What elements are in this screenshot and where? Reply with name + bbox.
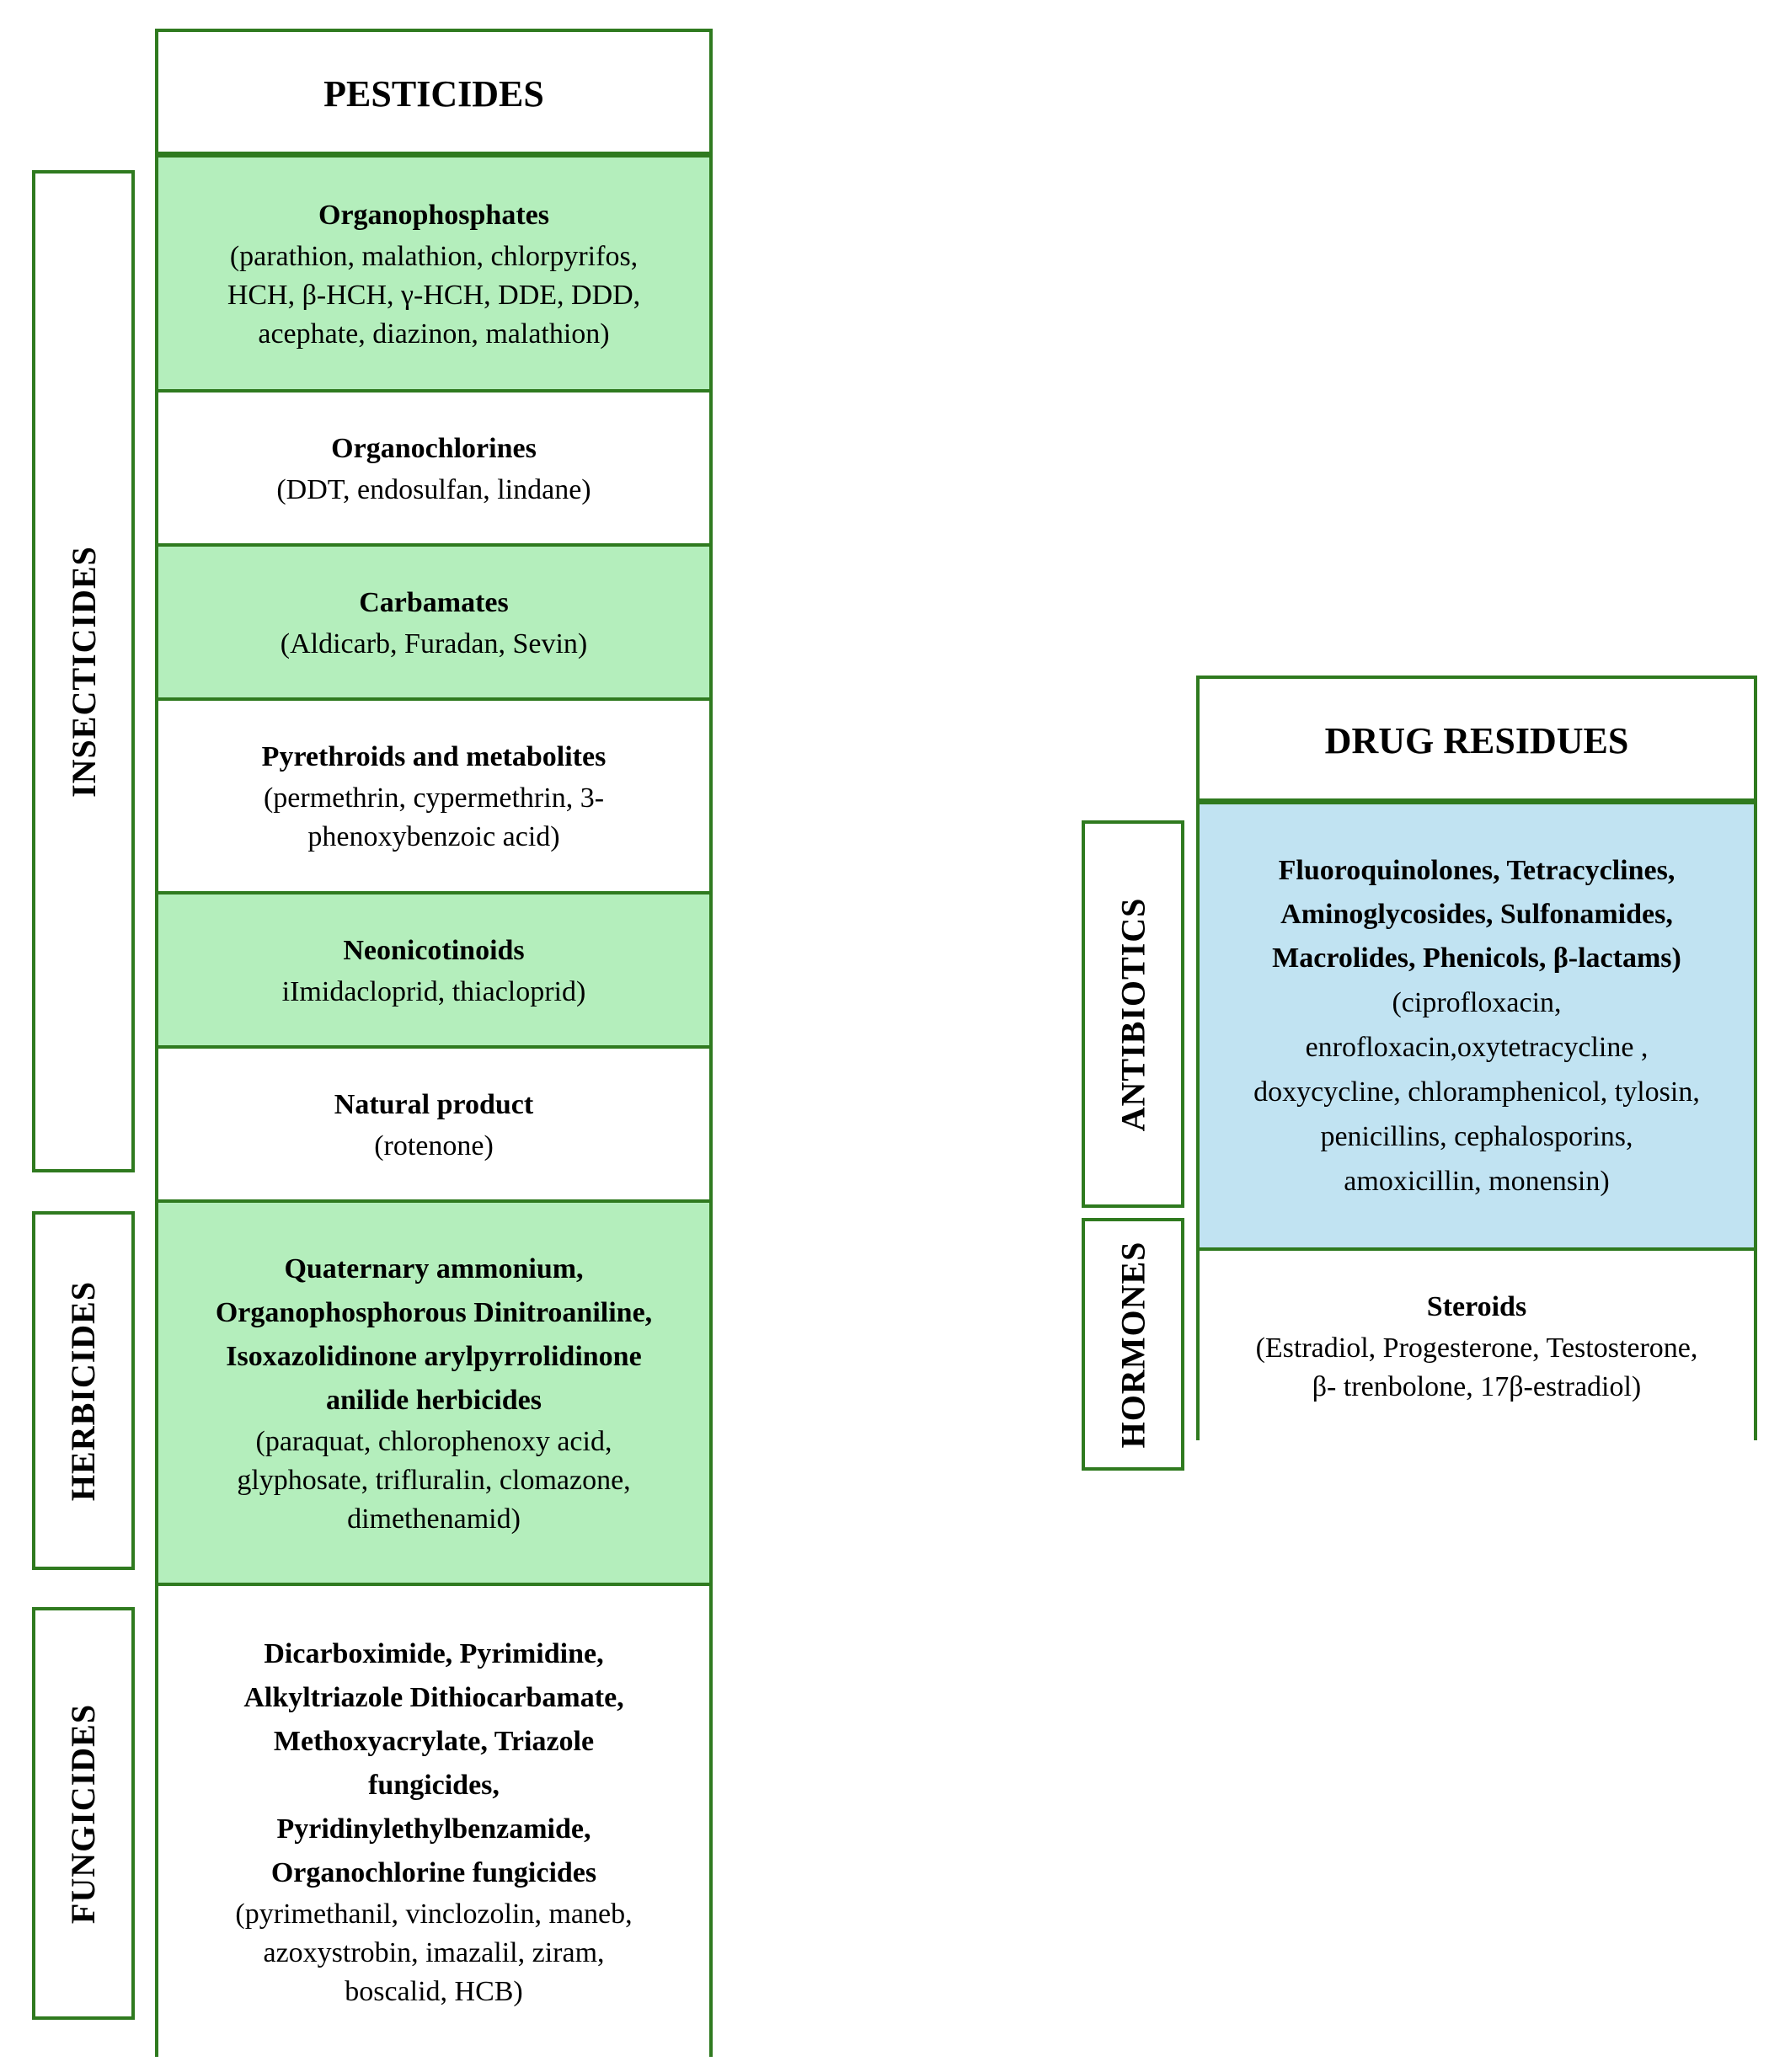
pesticides-title: PESTICIDES xyxy=(323,72,544,115)
herbicides-label: HERBICIDES xyxy=(64,1280,103,1501)
text-line: doxycycline, chloramphenicol, tylosin, xyxy=(1253,1076,1700,1108)
text-line: dimethenamid) xyxy=(347,1503,521,1535)
row-detail: (permethrin, cypermethrin, 3- phenoxybenz… xyxy=(264,779,604,857)
text-line: Organophosphates xyxy=(318,199,549,231)
text-line: (Aldicarb, Furadan, Sevin) xyxy=(280,627,588,660)
row-title: Carbamates xyxy=(359,581,509,625)
row-detail: (ciprofloxacin, enrofloxacin,oxytetracycl… xyxy=(1253,980,1700,1204)
row-title: Quaternary ammonium, Organophosphorous Di… xyxy=(216,1247,652,1423)
text-line: (pyrimethanil, vinclozolin, maneb, xyxy=(235,1898,633,1930)
text-line: amoxicillin, monensin) xyxy=(1344,1165,1610,1197)
text-line: Pyrethroids and metabolites xyxy=(261,741,607,772)
text-line: glyphosate, trifluralin, clomazone, xyxy=(237,1464,631,1496)
row-organochlorines: Organochlorines (DDT, endosulfan, lindan… xyxy=(158,389,709,543)
text-line: (permethrin, cypermethrin, 3- xyxy=(263,782,605,814)
row-title: Steroids xyxy=(1427,1285,1526,1329)
row-title: Dicarboximide, Pyrimidine, Alkyltriazole … xyxy=(243,1632,623,1895)
row-natural-product: Natural product (rotenone) xyxy=(158,1045,709,1199)
row-organophosphates: Organophosphates (parathion, malathion, … xyxy=(158,158,709,389)
category-antibiotics: ANTIBIOTICS xyxy=(1082,820,1184,1208)
text-line: (DDT, endosulfan, lindane) xyxy=(276,473,591,505)
text-line: Carbamates xyxy=(359,586,509,618)
text-line: penicillins, cephalosporins, xyxy=(1320,1120,1633,1152)
text-line: boscalid, HCB) xyxy=(345,1975,523,2007)
category-fungicides: FUNGICIDES xyxy=(32,1607,135,2020)
text-line: Organochlorine fungicides xyxy=(270,1856,597,1888)
category-hormones: HORMONES xyxy=(1082,1218,1184,1471)
text-line: enrofloxacin,oxytetracycline , xyxy=(1305,1031,1649,1063)
row-title: Neonicotinoids xyxy=(343,929,524,973)
hormones-label: HORMONES xyxy=(1114,1241,1152,1448)
row-title: Organophosphates xyxy=(318,194,549,238)
row-detail: iImidacloprid, thiacloprid) xyxy=(282,973,586,1012)
text-line: (paraquat, chlorophenoxy acid, xyxy=(255,1425,612,1457)
drug-residues-title: DRUG RESIDUES xyxy=(1324,719,1629,761)
row-detail: (Aldicarb, Furadan, Sevin) xyxy=(281,625,587,664)
text-line: (ciprofloxacin, xyxy=(1392,986,1562,1018)
text-line: Isoxazolidinone arylpyrrolidinone xyxy=(226,1340,642,1372)
category-herbicides: HERBICIDES xyxy=(32,1211,135,1570)
text-line: phenoxybenzoic acid) xyxy=(307,821,560,852)
row-title: Pyrethroids and metabolites xyxy=(262,735,607,779)
row-detail: (rotenone) xyxy=(374,1127,494,1166)
drug-residues-column: Fluoroquinolones, Tetracyclines, Aminogly… xyxy=(1196,798,1757,1440)
text-line: acephate, diazinon, malathion) xyxy=(258,318,610,350)
text-line: Steroids xyxy=(1426,1290,1527,1322)
row-title: Natural product xyxy=(334,1083,533,1127)
drug-residues-header: DRUG RESIDUES xyxy=(1196,676,1757,802)
row-detail: (DDT, endosulfan, lindane) xyxy=(276,471,591,510)
text-line: Neonicotinoids xyxy=(343,934,525,966)
text-line: Pyridinylethylbenzamide, xyxy=(276,1813,591,1845)
row-fungicides: Dicarboximide, Pyrimidine, Alkyltriazole … xyxy=(158,1583,709,2057)
text-line: Aminoglycosides, Sulfonamides, xyxy=(1280,898,1673,930)
text-line: azoxystrobin, imazalil, ziram, xyxy=(263,1936,605,1968)
text-line: anilide herbicides xyxy=(326,1384,542,1416)
text-line: Alkyltriazole Dithiocarbamate, xyxy=(243,1681,624,1713)
text-line: (Estradiol, Progesterone, Testosterone, xyxy=(1255,1332,1698,1364)
text-line: Organochlorines xyxy=(331,432,537,464)
row-detail: (Estradiol, Progesterone, Testosterone, β… xyxy=(1256,1329,1698,1407)
text-line: β- trenbolone, 17β-estradiol) xyxy=(1312,1370,1642,1402)
insecticides-label: INSECTICIDES xyxy=(64,545,103,798)
row-steroids: Steroids (Estradiol, Progesterone, Testo… xyxy=(1200,1247,1754,1440)
pesticides-header: PESTICIDES xyxy=(155,29,713,155)
text-line: Dicarboximide, Pyrimidine, xyxy=(264,1637,604,1669)
text-line: (rotenone) xyxy=(374,1129,494,1161)
fungicides-label: FUNGICIDES xyxy=(64,1703,103,1924)
text-line: Quaternary ammonium, xyxy=(284,1252,584,1284)
text-line: iImidacloprid, thiacloprid) xyxy=(281,975,586,1007)
row-title: Fluoroquinolones, Tetracyclines, Aminogly… xyxy=(1272,849,1681,980)
row-carbamates: Carbamates (Aldicarb, Furadan, Sevin) xyxy=(158,543,709,697)
row-pyrethroids: Pyrethroids and metabolites (permethrin,… xyxy=(158,697,709,891)
text-line: Fluoroquinolones, Tetracyclines, xyxy=(1278,854,1675,886)
text-line: fungicides, xyxy=(368,1769,500,1801)
antibiotics-label: ANTIBIOTICS xyxy=(1114,897,1152,1131)
text-line: Macrolides, Phenicols, β-lactams) xyxy=(1272,942,1681,974)
row-detail: (paraquat, chlorophenoxy acid, glyphosate… xyxy=(237,1423,630,1539)
row-detail: (parathion, malathion, chlorpyrifos, HCH,… xyxy=(227,238,640,354)
category-insecticides: INSECTICIDES xyxy=(32,170,135,1172)
text-line: Natural product xyxy=(334,1088,534,1120)
row-antibiotics: Fluoroquinolones, Tetracyclines, Aminogly… xyxy=(1200,804,1754,1247)
row-neonicotinoids: Neonicotinoids iImidacloprid, thiaclopri… xyxy=(158,891,709,1045)
text-line: (parathion, malathion, chlorpyrifos, xyxy=(229,240,639,272)
row-detail: (pyrimethanil, vinclozolin, maneb, azoxys… xyxy=(235,1895,632,2011)
text-line: Organophosphorous Dinitroaniline, xyxy=(215,1296,653,1328)
row-title: Organochlorines xyxy=(331,427,537,471)
pesticides-column: Organophosphates (parathion, malathion, … xyxy=(155,152,713,2057)
text-line: Methoxyacrylate, Triazole xyxy=(273,1725,595,1757)
row-herbicides: Quaternary ammonium, Organophosphorous Di… xyxy=(158,1199,709,1583)
text-line: HCH, β-HCH, γ-HCH, DDE, DDD, xyxy=(227,279,641,311)
